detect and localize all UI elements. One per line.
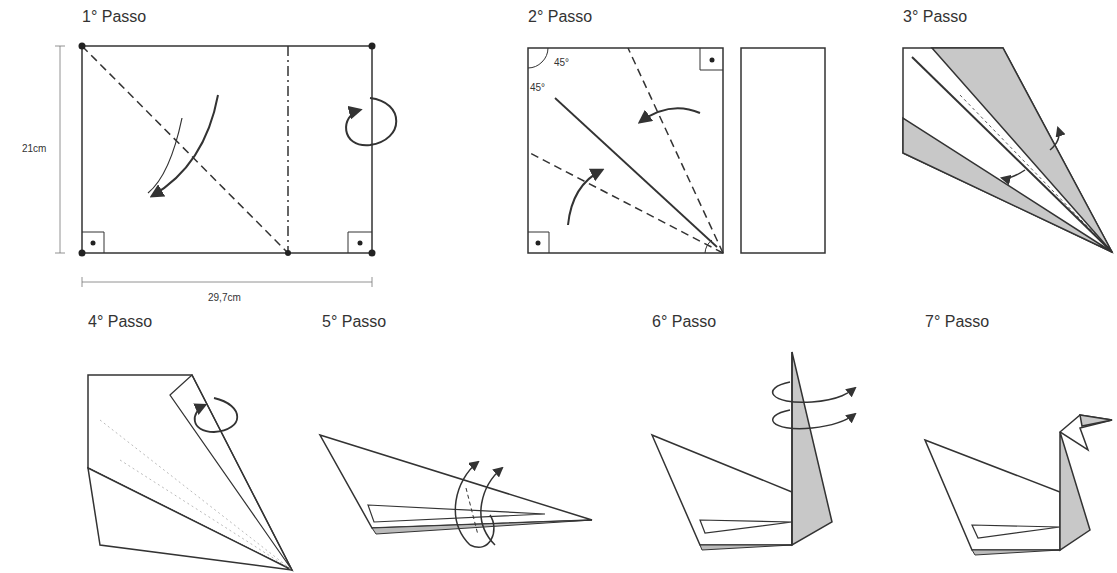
step-heading: 5° Passo: [322, 313, 386, 331]
paper-sheet: [82, 46, 372, 253]
angle-label: 45°: [554, 57, 569, 68]
step-heading: 4° Passo: [88, 313, 152, 331]
angle-label: 45°: [530, 82, 545, 93]
step-heading: 1° Passo: [82, 8, 146, 26]
dimension-label: 21cm: [22, 143, 46, 154]
dimension-label: 29,7cm: [208, 292, 241, 303]
step-heading: 6° Passo: [652, 313, 716, 331]
step-heading: 2° Passo: [528, 8, 592, 26]
step-heading: 7° Passo: [925, 313, 989, 331]
step-heading: 3° Passo: [903, 8, 967, 26]
